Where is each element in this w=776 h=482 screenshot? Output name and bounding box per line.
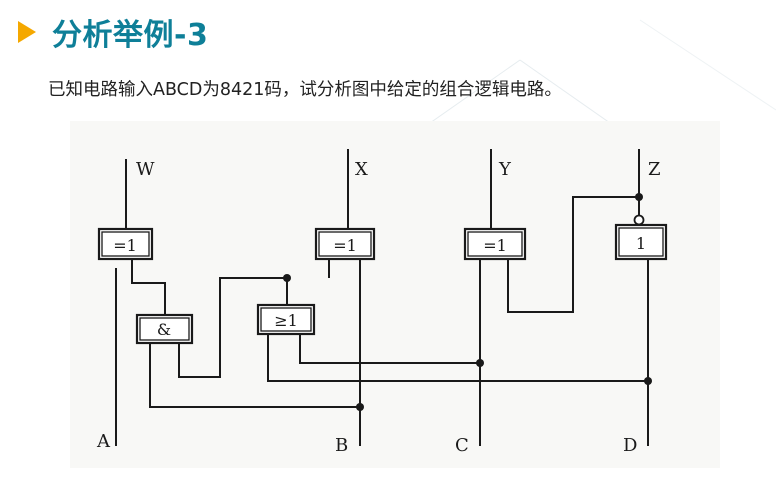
- output-label-x: X: [355, 159, 368, 180]
- output-label-y: Y: [498, 159, 512, 180]
- bullet-arrow-icon: [18, 21, 36, 43]
- not-z-label: 1: [636, 234, 646, 253]
- input-label-a: A: [96, 431, 111, 452]
- logic-circuit-diagram: =1 =1 =1 1 &: [70, 121, 720, 468]
- xor-x-label: =1: [333, 236, 357, 255]
- or-gate: ≥1: [256, 303, 316, 336]
- xor-gate-w: =1: [97, 227, 154, 261]
- junction-dots: [283, 193, 652, 411]
- input-label-d: D: [623, 435, 637, 456]
- and-label: &: [157, 320, 171, 339]
- and-gate: &: [135, 313, 194, 345]
- xor-w-label: =1: [113, 236, 137, 255]
- circuit-wires: [115, 149, 649, 446]
- or-label: ≥1: [274, 311, 298, 330]
- title-row: 分析举例-3: [12, 6, 208, 58]
- input-label-c: C: [455, 435, 469, 456]
- page-title: 分析举例-3: [52, 18, 209, 53]
- problem-description: 已知电路输入ABCD为8421码，试分析图中给定的组合逻辑电路。: [48, 80, 562, 100]
- xor-y-label: =1: [483, 236, 507, 255]
- output-label-z: Z: [648, 159, 661, 180]
- output-label-w: W: [136, 159, 155, 180]
- input-label-b: B: [335, 435, 348, 456]
- xor-gate-x: =1: [314, 227, 376, 261]
- xor-gate-y: =1: [463, 227, 527, 261]
- not-gate-z: 1: [614, 214, 668, 261]
